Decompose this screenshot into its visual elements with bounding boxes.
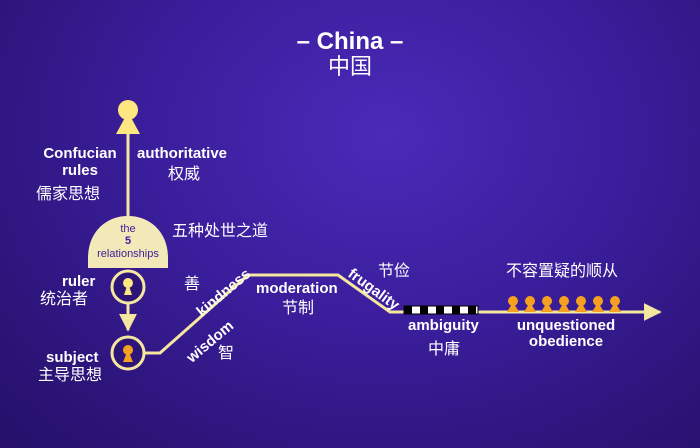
- ruler-label-cn: 统治者: [40, 291, 89, 308]
- relationships-label-cn: 五种处世之道: [172, 223, 269, 240]
- obedience-person-icon: [524, 296, 536, 312]
- subject-label: subject: [46, 349, 99, 366]
- obedience-person-icon: [507, 296, 519, 312]
- top-person-icon: [116, 100, 140, 134]
- kindness-label-cn: 善: [184, 276, 201, 293]
- authoritative-label-cn: 权威: [168, 166, 201, 183]
- ambiguity-label-cn: 中庸: [428, 341, 461, 358]
- wisdom-label-cn: 智: [218, 345, 235, 362]
- obedience-person-icon: [558, 296, 570, 312]
- subject-label-cn: 主导思想: [38, 367, 103, 384]
- ruler-figure-icon: [110, 269, 146, 305]
- relationships-line1: the: [120, 223, 136, 235]
- obedience-person-icon: [575, 296, 587, 312]
- obedience-figures: [507, 296, 621, 312]
- frugality-label-cn: 节俭: [378, 263, 411, 280]
- confucian-label-cn: 儒家思想: [36, 186, 101, 203]
- authoritative-label: authoritative: [137, 145, 228, 162]
- obedience-person-icon: [592, 296, 604, 312]
- relationships-dome: [88, 216, 168, 268]
- ambiguity-label: ambiguity: [408, 317, 479, 334]
- ambiguity-bar: [403, 305, 479, 315]
- unquestioned-label-line2: obedience: [528, 333, 604, 350]
- ruler-label: ruler: [62, 273, 96, 290]
- unquestioned-label-cn: 不容置疑的顺从: [506, 263, 619, 280]
- obedience-person-icon: [609, 296, 621, 312]
- subject-figure-icon: [110, 335, 146, 371]
- relationships-line3: relationships: [97, 248, 159, 260]
- unquestioned-label-line1: unquestioned: [516, 317, 616, 334]
- page-title: – China –: [296, 28, 404, 55]
- confucian-label-line2: rules: [62, 162, 98, 179]
- page-subtitle: 中国: [327, 54, 372, 79]
- confucian-label-line1: Confucian: [43, 145, 117, 162]
- moderation-label-cn: 节制: [282, 300, 315, 317]
- moderation-label: moderation: [256, 280, 338, 297]
- obedience-person-icon: [541, 296, 553, 312]
- relationships-line2: 5: [124, 235, 132, 247]
